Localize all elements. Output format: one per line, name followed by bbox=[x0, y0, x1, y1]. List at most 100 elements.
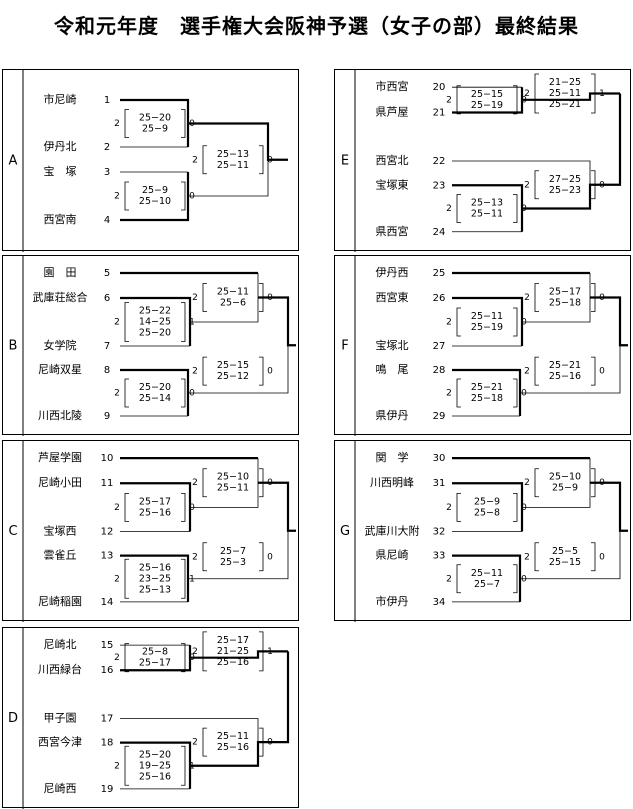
winner-line bbox=[120, 741, 192, 789]
winner-line bbox=[522, 93, 622, 210]
sets-won: 2 bbox=[114, 119, 120, 129]
loser-line bbox=[190, 458, 259, 508]
sets-lost: 1 bbox=[189, 574, 195, 584]
sets-lost: 0 bbox=[267, 738, 273, 748]
score-bracket-right bbox=[259, 283, 264, 312]
sets-lost: 0 bbox=[267, 367, 273, 377]
winner-line bbox=[258, 481, 296, 532]
set-score: 25−10 bbox=[217, 472, 249, 483]
team-seed: 11 bbox=[101, 478, 114, 489]
set-score: 25−20 bbox=[139, 328, 171, 339]
team-seed: 22 bbox=[433, 156, 446, 167]
block-letter: B bbox=[9, 339, 18, 354]
score-bracket-left bbox=[124, 181, 129, 211]
set-score: 25−17 bbox=[139, 658, 171, 669]
score-bracket-right bbox=[513, 378, 518, 408]
set-score: 25−11 bbox=[217, 160, 249, 171]
set-score: 25−13 bbox=[139, 584, 171, 595]
sets-won: 2 bbox=[114, 761, 120, 771]
team-seed: 29 bbox=[433, 411, 446, 422]
winner-line bbox=[188, 122, 288, 161]
set-score: 25−6 bbox=[220, 298, 246, 309]
set-score: 25−3 bbox=[220, 557, 246, 568]
team-name: 川西北陵 bbox=[38, 409, 82, 422]
winner-line bbox=[452, 184, 524, 232]
set-score: 25−7 bbox=[474, 579, 500, 590]
set-score: 25−11 bbox=[217, 731, 249, 742]
score-bracket-left bbox=[202, 468, 207, 498]
sets-won: 2 bbox=[114, 653, 120, 663]
block-letter: C bbox=[8, 524, 17, 539]
block-letter: A bbox=[9, 154, 18, 169]
set-score: 25−9 bbox=[552, 483, 578, 494]
score-bracket-right bbox=[513, 564, 518, 594]
score-bracket-left bbox=[456, 307, 461, 337]
set-score: 25−21 bbox=[549, 99, 581, 110]
score-bracket-right bbox=[591, 283, 596, 312]
winner-line bbox=[452, 368, 522, 416]
score-bracket-right bbox=[181, 302, 186, 342]
winner-line bbox=[258, 296, 296, 347]
team-name: 園 田 bbox=[44, 266, 77, 279]
sets-won: 2 bbox=[114, 318, 120, 328]
score-bracket-left bbox=[456, 492, 461, 522]
score-bracket-right bbox=[513, 194, 518, 223]
set-score: 25−16 bbox=[549, 371, 581, 382]
team-seed: 17 bbox=[101, 714, 114, 725]
set-score: 19−25 bbox=[139, 760, 171, 771]
set-score: 25−16 bbox=[217, 742, 249, 753]
sets-lost: 0 bbox=[189, 503, 195, 513]
score-bracket-right bbox=[181, 558, 186, 599]
team-seed: 1 bbox=[104, 95, 110, 106]
score-bracket-left bbox=[124, 558, 129, 599]
score-bracket-left bbox=[124, 492, 129, 522]
team-name: 雲雀丘 bbox=[44, 549, 77, 562]
winner-line bbox=[590, 296, 628, 347]
team-name: 甲子園 bbox=[44, 712, 77, 725]
set-score: 25−9 bbox=[474, 496, 500, 507]
loser-line bbox=[522, 273, 591, 323]
team-name: 尼崎西 bbox=[44, 781, 77, 795]
score-bracket-right bbox=[259, 542, 264, 572]
score-bracket-right bbox=[259, 727, 264, 757]
sets-won: 2 bbox=[114, 192, 120, 202]
sets-won: 2 bbox=[446, 389, 452, 399]
team-seed: 5 bbox=[104, 268, 110, 279]
team-name: 西宮東 bbox=[376, 290, 409, 304]
set-score: 25−13 bbox=[471, 198, 503, 209]
sets-lost: 1 bbox=[599, 89, 605, 99]
team-name: 伊丹北 bbox=[44, 140, 77, 153]
set-score: 25−13 bbox=[217, 149, 249, 160]
set-score: 25−11 bbox=[217, 483, 249, 494]
score-bracket-right bbox=[181, 378, 186, 408]
set-score: 25−12 bbox=[217, 371, 249, 382]
sets-lost: 0 bbox=[189, 119, 195, 129]
set-score: 25−23 bbox=[549, 185, 581, 196]
sets-won: 2 bbox=[192, 738, 198, 748]
set-score: 25−17 bbox=[549, 287, 581, 298]
set-score: 25−15 bbox=[549, 557, 581, 568]
set-score: 25−21 bbox=[549, 360, 581, 371]
sets-won: 2 bbox=[192, 155, 198, 165]
score-bracket-left bbox=[202, 145, 207, 175]
team-name: 市伊丹 bbox=[376, 594, 409, 608]
set-score: 25−15 bbox=[217, 360, 249, 371]
block-letter: G bbox=[340, 524, 350, 539]
winner-line bbox=[120, 98, 190, 147]
team-name: 県尼崎 bbox=[376, 548, 409, 562]
set-score: 21−25 bbox=[549, 77, 581, 88]
score-bracket-right bbox=[591, 170, 596, 200]
sets-won: 2 bbox=[192, 647, 198, 657]
team-seed: 24 bbox=[433, 227, 446, 238]
team-seed: 32 bbox=[433, 527, 446, 538]
loser-line bbox=[190, 273, 259, 323]
